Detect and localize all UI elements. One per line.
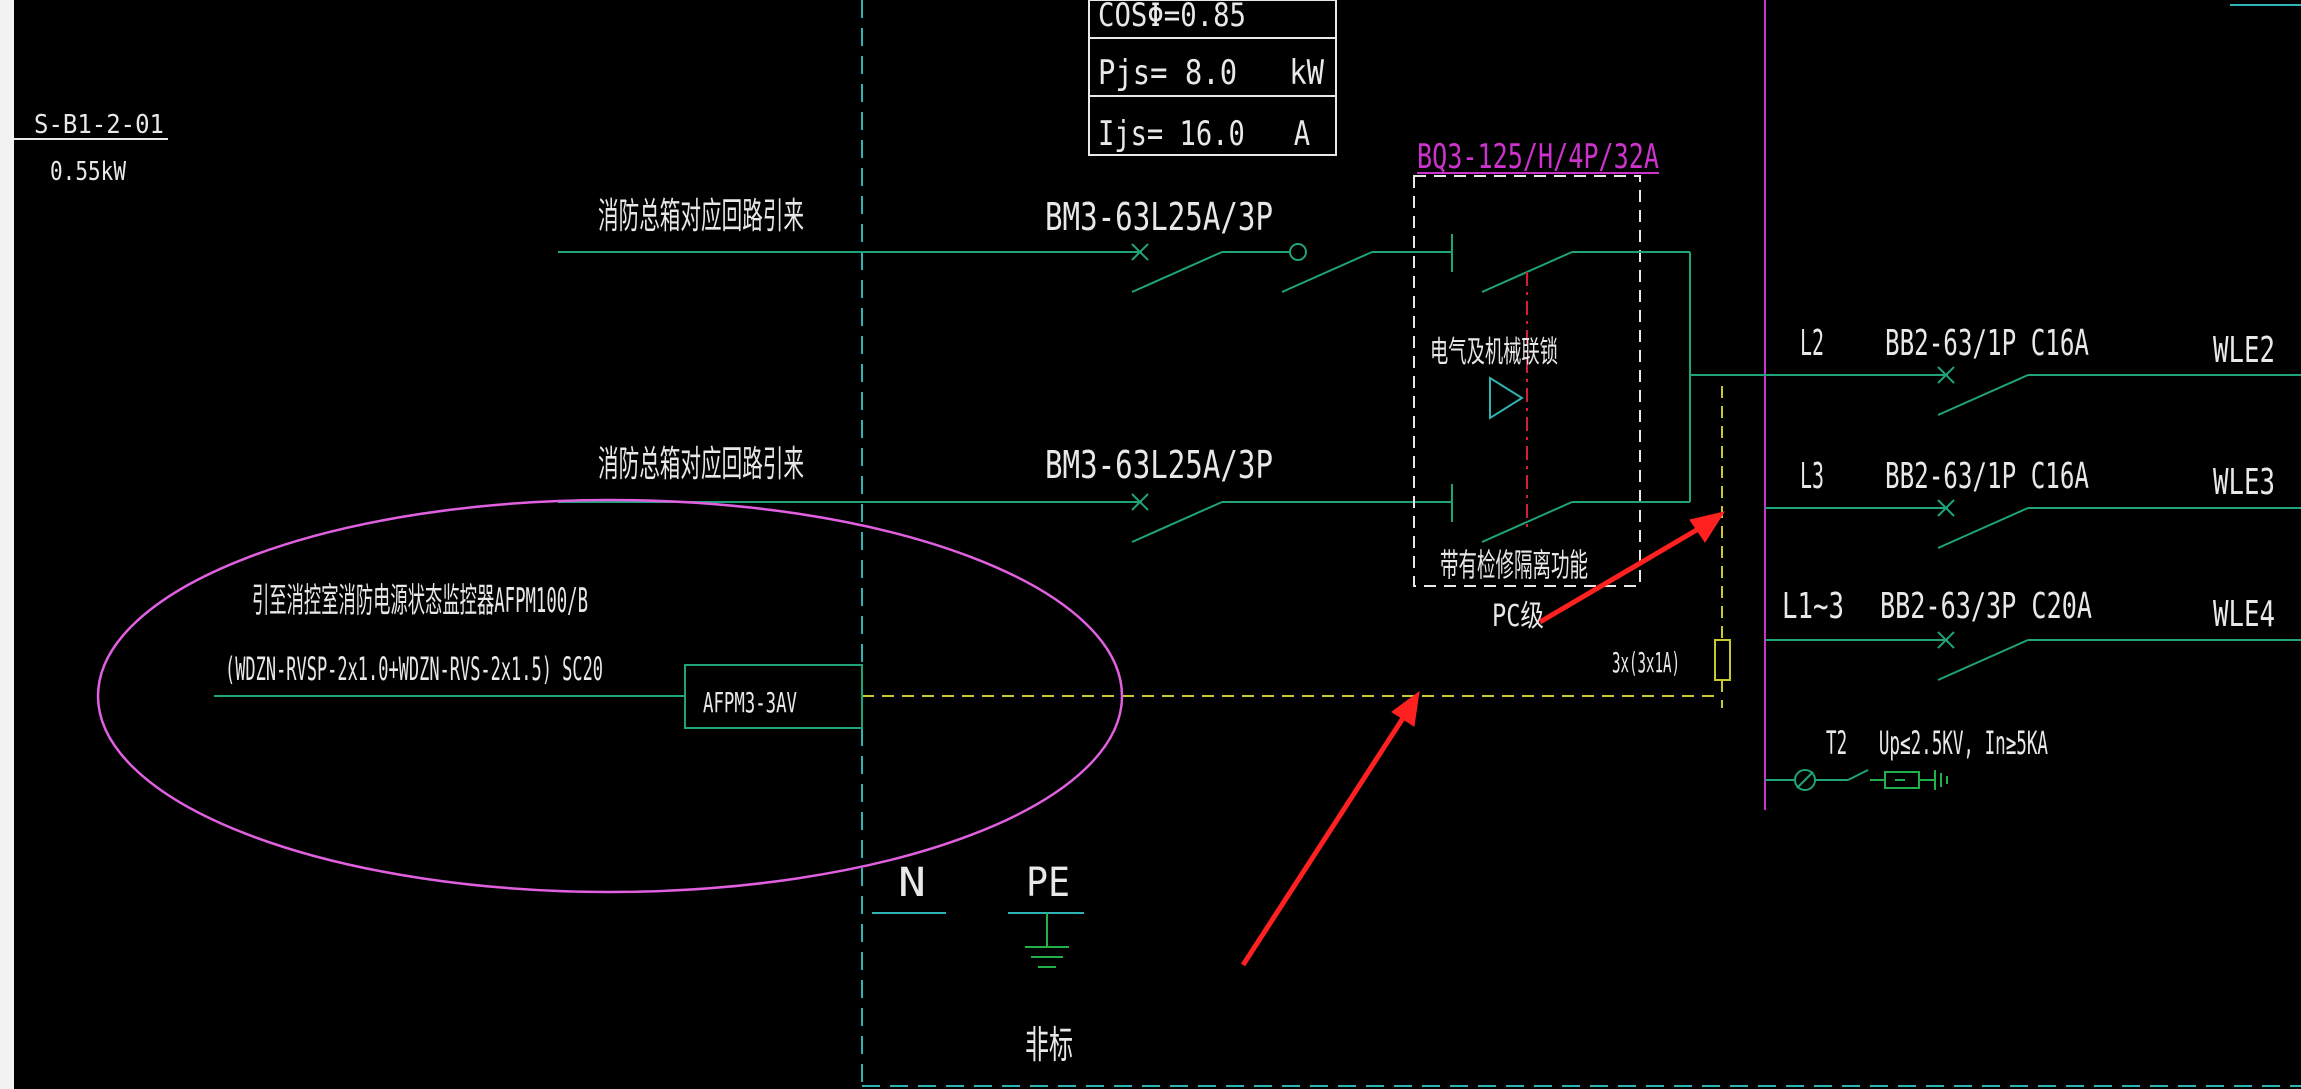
incoming-1-source: 消防总箱对应回路引来 [598, 196, 804, 237]
ats-interlock: 电气及机械联锁 [1430, 335, 1558, 370]
distribution-box-boundary [861, 0, 2301, 1087]
ats-grade: PC级 [1492, 599, 1544, 634]
monitor-module: AFPM3-3AV [703, 686, 797, 719]
highlight-ellipse [96, 498, 1124, 894]
arrow-to-fuse [1538, 511, 1726, 625]
terminal-n: N [898, 860, 926, 906]
outgoing-1-circuit: WLE2 [2213, 330, 2275, 371]
incoming-feeder-1: 消防总箱对应回路引来 BM3-63L25A/3P [558, 195, 1453, 293]
annotation-arrows [1240, 511, 1726, 967]
monitor-target: 引至消控室消防电源状态监控器AFPM100/B [252, 581, 588, 621]
outgoing-3-breaker: BB2-63/3P C20A [1880, 586, 2092, 627]
surge-protector: T2 Up≤2.5KV, In≥5KA [1765, 724, 2048, 791]
monitor-circuit: 引至消控室消防电源状态监控器AFPM100/B (WDZN-RVSP-2x1.0… [96, 498, 1124, 894]
fuse: 3x(3x1A) [1612, 639, 1731, 681]
terminal-note: 非标 [1025, 1023, 1073, 1067]
incoming-feeder-2: 消防总箱对应回路引来 BM3-63L25A/3P [558, 443, 1453, 543]
outgoing-circuit-wle3: L3 BB2-63/1P C16A WLE3 [1765, 456, 2301, 549]
ats-model: BQ3-125/H/4P/32A [1417, 137, 1659, 177]
fuse-label: 3x(3x1A) [1612, 646, 1680, 679]
load-power: 0.55kW [50, 157, 126, 187]
incoming-1-breaker: BM3-63L25A/3P [1045, 195, 1273, 239]
left-panel-edge [0, 0, 14, 1089]
ats-switch: BQ3-125/H/4P/32A 电气及机械联锁 带有检修隔离功能 PC级 [1413, 137, 1765, 634]
calc-pjs: Pjs= 8.0 kW [1098, 53, 1324, 93]
load-code: S-B1-2-01 [34, 110, 164, 140]
calc-cos: COSΦ=0.85 [1098, 0, 1246, 34]
outgoing-circuit-wle4: L1~3 BB2-63/3P C20A WLE4 [1765, 586, 2301, 681]
terminal-pe: PE [1026, 860, 1070, 906]
outgoing-2-phase: L3 [1800, 456, 1824, 497]
load-label: S-B1-2-01 0.55kW [14, 110, 168, 187]
outgoing-1-phase: L2 [1800, 323, 1824, 364]
outgoing-3-phase: L1~3 [1782, 586, 1844, 627]
incoming-2-breaker: BM3-63L25A/3P [1045, 443, 1273, 487]
calc-table: COSΦ=0.85 Pjs= 8.0 kW Ijs= 16.0 A [1088, 0, 1337, 156]
outgoing-circuit-wle2: L2 BB2-63/1P C16A WLE2 [1765, 323, 2301, 416]
outgoing-2-circuit: WLE3 [2213, 462, 2275, 503]
terminals: N PE 非标 [872, 860, 1084, 1067]
outgoing-3-circuit: WLE4 [2213, 594, 2275, 635]
monitoring-control-wiring [862, 386, 1723, 708]
incoming-2-source: 消防总箱对应回路引来 [598, 444, 804, 485]
calc-ijs: Ijs= 16.0 A [1098, 114, 1310, 154]
spd-label: T2 Up≤2.5KV, In≥5KA [1826, 724, 2048, 762]
monitor-cable: (WDZN-RVSP-2x1.0+WDZN-RVS-2x1.5) SC20 [225, 650, 603, 688]
outgoing-1-breaker: BB2-63/1P C16A [1885, 323, 2089, 364]
arrow-to-control-wire [1240, 690, 1420, 967]
ats-isolation: 带有检修隔离功能 [1440, 546, 1588, 584]
outgoing-2-breaker: BB2-63/1P C16A [1885, 456, 2089, 497]
ground-symbol [1025, 913, 1069, 968]
